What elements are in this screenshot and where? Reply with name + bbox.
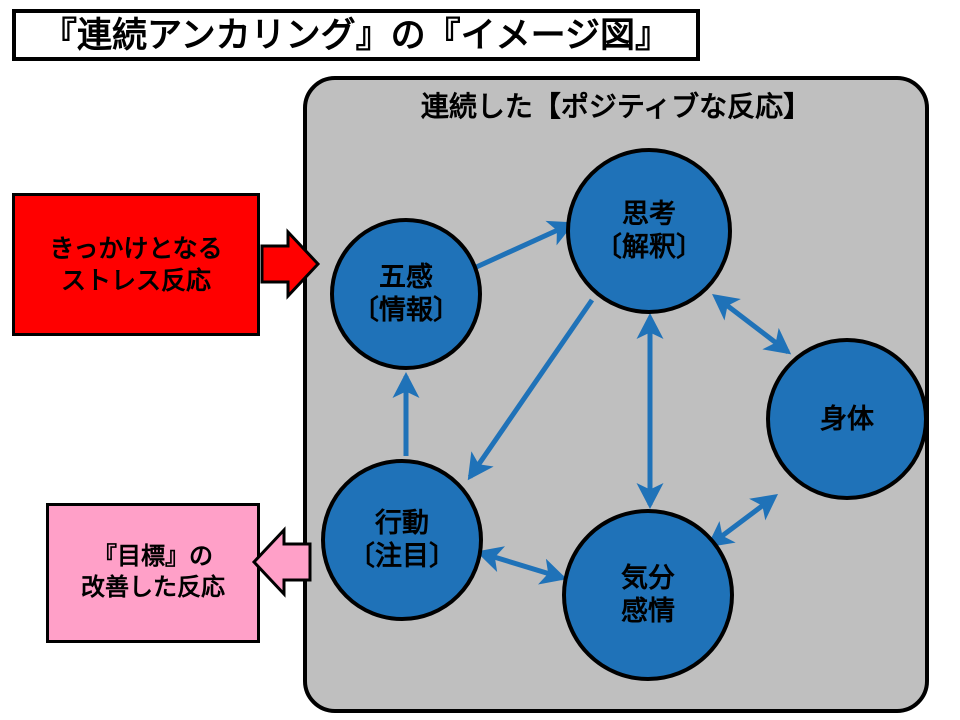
node-kodo: 行動 〔注目〕 — [321, 459, 483, 621]
node-kibun-line2: 感情 — [621, 596, 675, 626]
stress-trigger-line2: ストレス反応 — [60, 266, 211, 295]
node-kodo-line1: 行動 — [375, 508, 429, 539]
stress-trigger-box: きっかけとなる ストレス反応 — [12, 193, 260, 336]
page-title: 『連続アンカリング』の『イメージ図』 — [42, 15, 670, 55]
node-shiko: 思考 〔解釈〕 — [566, 148, 732, 314]
panel-heading: 連続した【ポジティブな反応】 — [420, 91, 812, 122]
goal-response-line2: 改善した反応 — [81, 574, 225, 601]
node-gokan-line2: 〔情報〕 — [352, 295, 460, 325]
node-shintai-line1: 身体 — [820, 403, 874, 434]
node-gokan: 五感 〔情報〕 — [330, 218, 482, 370]
node-gokan-line1: 五感 — [379, 262, 433, 293]
node-kibun-line1: 気分 — [621, 563, 675, 594]
goal-response-line1: 『目標』の — [93, 543, 213, 571]
node-shiko-line1: 思考 — [622, 199, 676, 230]
page-title-box: 『連続アンカリング』の『イメージ図』 — [12, 9, 700, 61]
goal-response-box: 『目標』の 改善した反応 — [46, 503, 260, 643]
goal-flow-arrow-icon — [251, 526, 312, 598]
stress-trigger-line1: きっかけとなる — [49, 234, 223, 263]
node-shintai: 身体 — [766, 338, 928, 500]
node-kibun: 気分 感情 — [562, 509, 734, 681]
node-kodo-line2: 〔注目〕 — [348, 541, 456, 571]
node-shiko-line2: 〔解釈〕 — [595, 232, 703, 262]
